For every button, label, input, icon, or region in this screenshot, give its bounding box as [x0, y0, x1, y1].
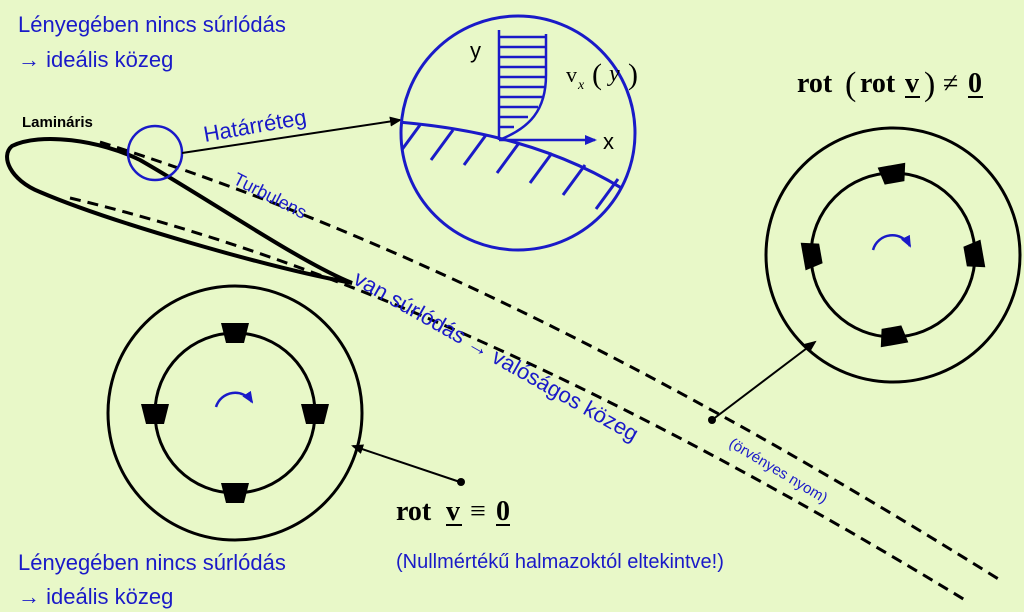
rotational-pointer-dot	[708, 416, 716, 424]
particle-top	[221, 323, 249, 343]
velocity-profile-label: v x ( y )	[566, 58, 638, 93]
svg-text:x: x	[577, 78, 585, 93]
svg-text:rot: rot	[797, 68, 833, 99]
rotation-arrow-right	[871, 234, 912, 251]
svg-text:v: v	[905, 68, 919, 99]
irrotational-inner-circle	[153, 331, 317, 495]
svg-text:v: v	[446, 496, 460, 527]
svg-text:): )	[628, 58, 638, 91]
rotational-pointer	[711, 340, 817, 421]
svg-text:(: (	[845, 66, 856, 103]
wake-lower-line	[69, 196, 966, 602]
svg-text:y: y	[607, 61, 620, 87]
irrotational-outer-circle	[106, 284, 364, 542]
rotating-particle-left	[800, 242, 823, 271]
wall-surface	[401, 120, 635, 202]
irrotational-pointer-dot	[457, 478, 465, 486]
rotating-particle-right	[963, 239, 986, 268]
laminar-label: Lamináris	[22, 114, 93, 131]
particle-left	[141, 404, 169, 424]
y-axis-label: y	[470, 38, 481, 63]
particle-bottom	[221, 483, 249, 503]
rotational-inner-circle	[809, 171, 977, 339]
friction-label: van súrlódás → valóságos közeg	[350, 266, 643, 447]
airfoil-shape	[5, 136, 353, 285]
zoom-detail: y x v x ( y )	[399, 14, 638, 252]
rotating-particle-top	[877, 162, 906, 185]
particle-right	[301, 404, 329, 424]
zoom-arrow	[181, 116, 402, 154]
svg-text:≠: ≠	[943, 68, 958, 99]
boundary-layer-label: Határréteg	[202, 104, 309, 147]
svg-text:0: 0	[968, 68, 982, 99]
svg-text:(: (	[592, 58, 602, 91]
rotational-outer-circle	[764, 126, 1022, 384]
svg-text:0: 0	[496, 496, 510, 527]
bottom-left-note-line2: → ideális közeg	[18, 584, 173, 609]
velocity-profile-curve	[498, 34, 548, 142]
top-left-note-line2: → ideális közeg	[18, 47, 173, 72]
velocity-profile-arrows	[499, 35, 546, 129]
x-axis-label: x	[603, 129, 614, 154]
svg-text:≡: ≡	[470, 496, 486, 527]
irrotational-pointer	[351, 444, 461, 483]
zoom-circle	[399, 14, 637, 252]
wake-upper-line	[99, 140, 1001, 582]
rotating-particle-bottom	[880, 325, 909, 348]
nullset-note: (Nullmértékű halmazoktól eltekintve!)	[396, 551, 724, 573]
svg-text:v: v	[566, 62, 577, 87]
irrotational-element	[106, 284, 364, 542]
rotation-arrow-left	[214, 390, 254, 408]
svg-text:rot: rot	[396, 496, 432, 527]
svg-text:): )	[924, 66, 935, 103]
bottom-left-note-line1: Lényegében nincs súrlódás	[18, 550, 286, 575]
top-left-note-line1: Lényegében nincs súrlódás	[18, 12, 286, 37]
turbulent-label: Turbulens	[230, 169, 310, 223]
svg-text:rot: rot	[860, 68, 896, 99]
rotational-formula: rot ( rot v ) ≠ 0	[797, 66, 983, 103]
irrotational-formula: rot v ≡ 0	[396, 496, 510, 527]
rotational-element	[764, 126, 1022, 384]
